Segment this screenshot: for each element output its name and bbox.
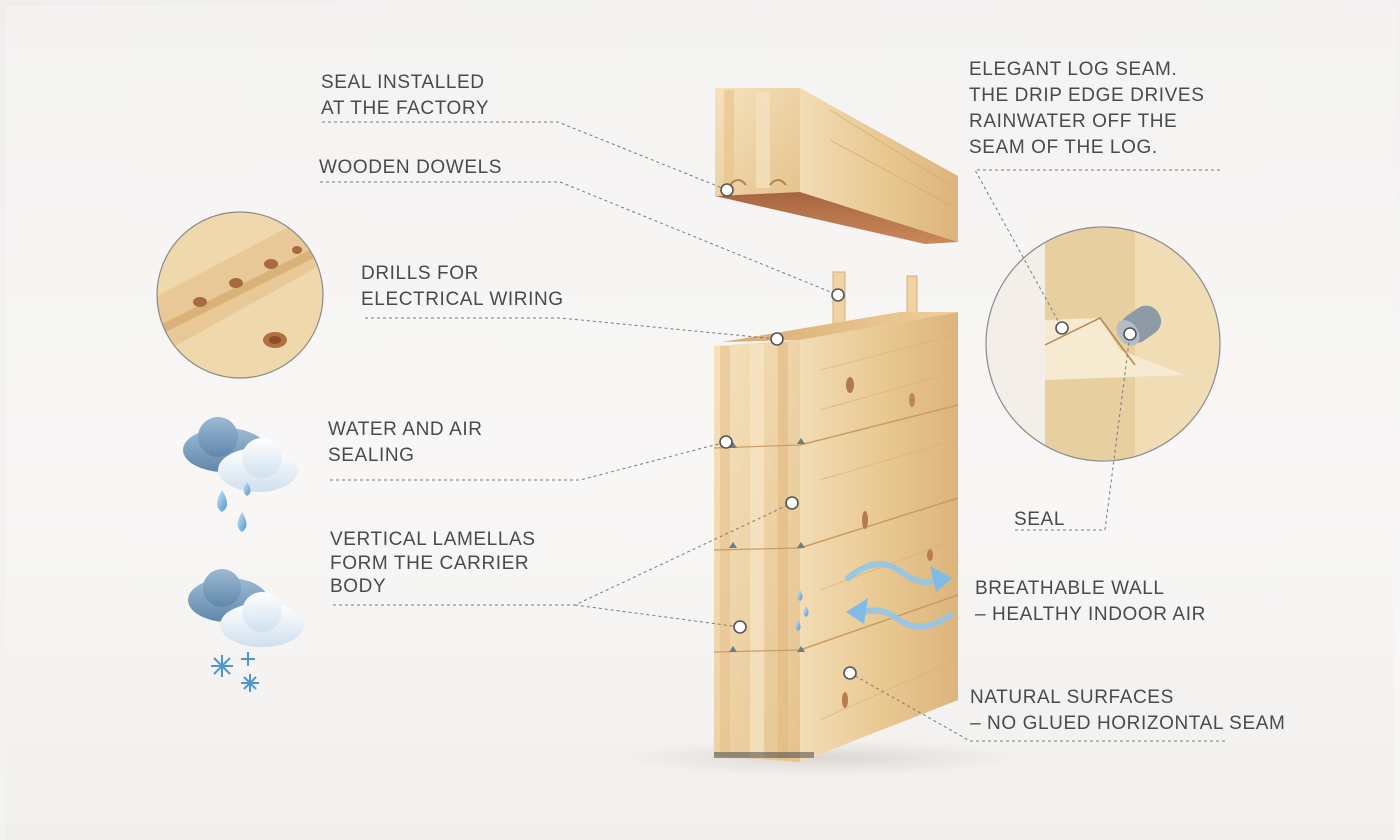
label-line: ELECTRICAL WIRING [361,289,564,310]
label-natural: NATURAL SURFACES – NO GLUED HORIZONTAL S… [970,685,1285,737]
snow-cloud-icon [188,569,304,692]
label-seal: SEAL [1014,507,1065,533]
air-flow-arrows-icon [845,561,953,630]
callout-dots [719,183,1137,680]
label-line: WATER AND AIR [328,419,483,440]
label-line: ELEGANT LOG SEAM. [969,59,1178,80]
label-elegant-seam: ELEGANT LOG SEAM. THE DRIP EDGE DRIVES R… [969,57,1204,161]
label-line: THE DRIP EDGE DRIVES [969,85,1205,106]
label-line: SEAL INSTALLED [321,72,485,93]
label-wooden-dowels: WOODEN DOWELS [319,155,502,181]
leader-lines [320,121,1225,742]
label-line: – HEALTHY INDOOR AIR [975,604,1206,625]
label-line: WOODEN DOWELS [319,157,503,178]
label-drills: DRILLS FOR ELECTRICAL WIRING [361,261,564,313]
water-drops-icon [795,590,809,631]
label-seal-factory: SEAL INSTALLED AT THE FACTORY [321,70,489,122]
seam-detail-circle [985,226,1221,462]
label-line: AT THE FACTORY [321,98,490,119]
label-line: RAINWATER OFF THE [969,111,1178,132]
label-line: BREATHABLE WALL [975,578,1165,599]
label-breathable: BREATHABLE WALL – HEALTHY INDOOR AIR [975,576,1206,628]
label-line: BODY [330,576,387,597]
drill-detail-circle [156,211,324,379]
label-water-air: WATER AND AIR SEALING [328,417,483,469]
label-vertical-lamellas: VERTICAL LAMELLAS FORM THE CARRIER BODY [330,528,536,599]
label-line: SEAL [1014,509,1065,530]
label-line: SEALING [328,445,415,466]
label-line: SEAM OF THE LOG. [969,137,1158,158]
main-wall [713,271,959,762]
label-line: DRILLS FOR [361,263,479,284]
rain-cloud-icon [183,417,298,532]
label-line: VERTICAL LAMELLAS [330,529,536,550]
label-line: FORM THE CARRIER [330,552,530,574]
label-line: – NO GLUED HORIZONTAL SEAM [970,713,1286,734]
label-line: NATURAL SURFACES [970,687,1174,708]
top-log [715,88,958,244]
